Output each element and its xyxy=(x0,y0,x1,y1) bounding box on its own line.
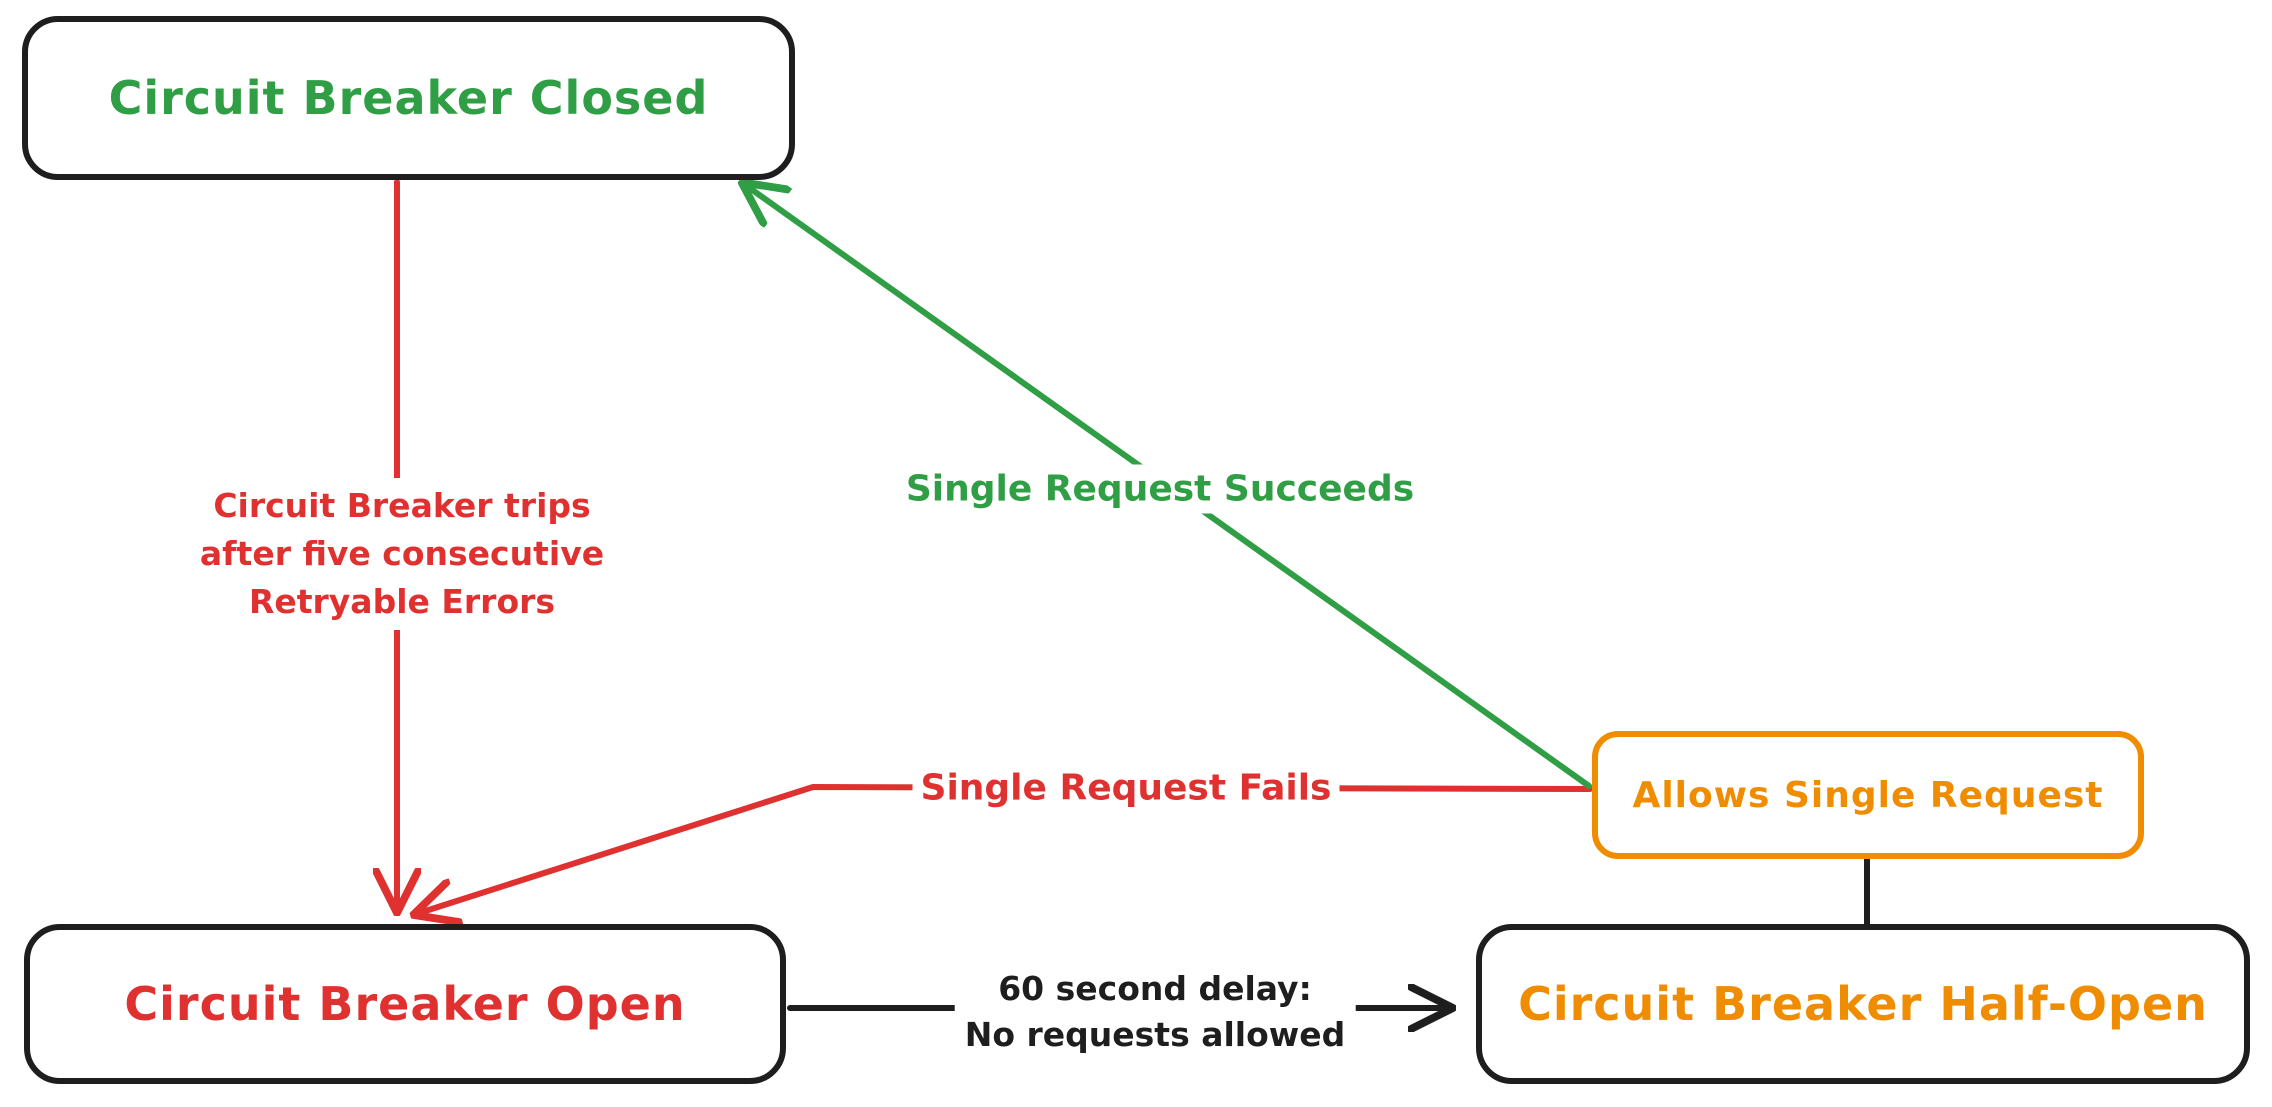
edge-label-single-request-fails: Single Request Fails xyxy=(912,765,1340,811)
state-node-circuit-breaker-closed: Circuit Breaker Closed xyxy=(22,16,795,180)
edge-label-delay: 60 second delay: No requests allowed xyxy=(954,964,1356,1060)
state-node-circuit-breaker-half-open: Circuit Breaker Half-Open xyxy=(1476,924,2250,1084)
state-node-allows-label: Allows Single Request xyxy=(1632,774,2104,816)
state-node-open-label: Circuit Breaker Open xyxy=(124,977,686,1031)
edge-label-trip: Circuit Breaker trips after five consecu… xyxy=(187,478,617,630)
edge-label-trip-line-1: Circuit Breaker trips xyxy=(213,486,591,525)
edge-label-trip-line-3: Retryable Errors xyxy=(248,582,556,621)
state-node-half-open-label: Circuit Breaker Half-Open xyxy=(1518,977,2208,1031)
edge-label-single-request-succeeds: Single Request Succeeds xyxy=(893,464,1427,514)
edge-label-trip-line-2: after five consecutive xyxy=(199,534,605,573)
edge-label-delay-line-2: No requests allowed xyxy=(964,1015,1346,1054)
state-node-circuit-breaker-open: Circuit Breaker Open xyxy=(24,924,786,1084)
state-node-allows-single-request: Allows Single Request xyxy=(1592,731,2144,859)
edge-label-delay-line-1: 60 second delay: xyxy=(998,969,1312,1008)
state-node-closed-label: Circuit Breaker Closed xyxy=(108,71,709,125)
